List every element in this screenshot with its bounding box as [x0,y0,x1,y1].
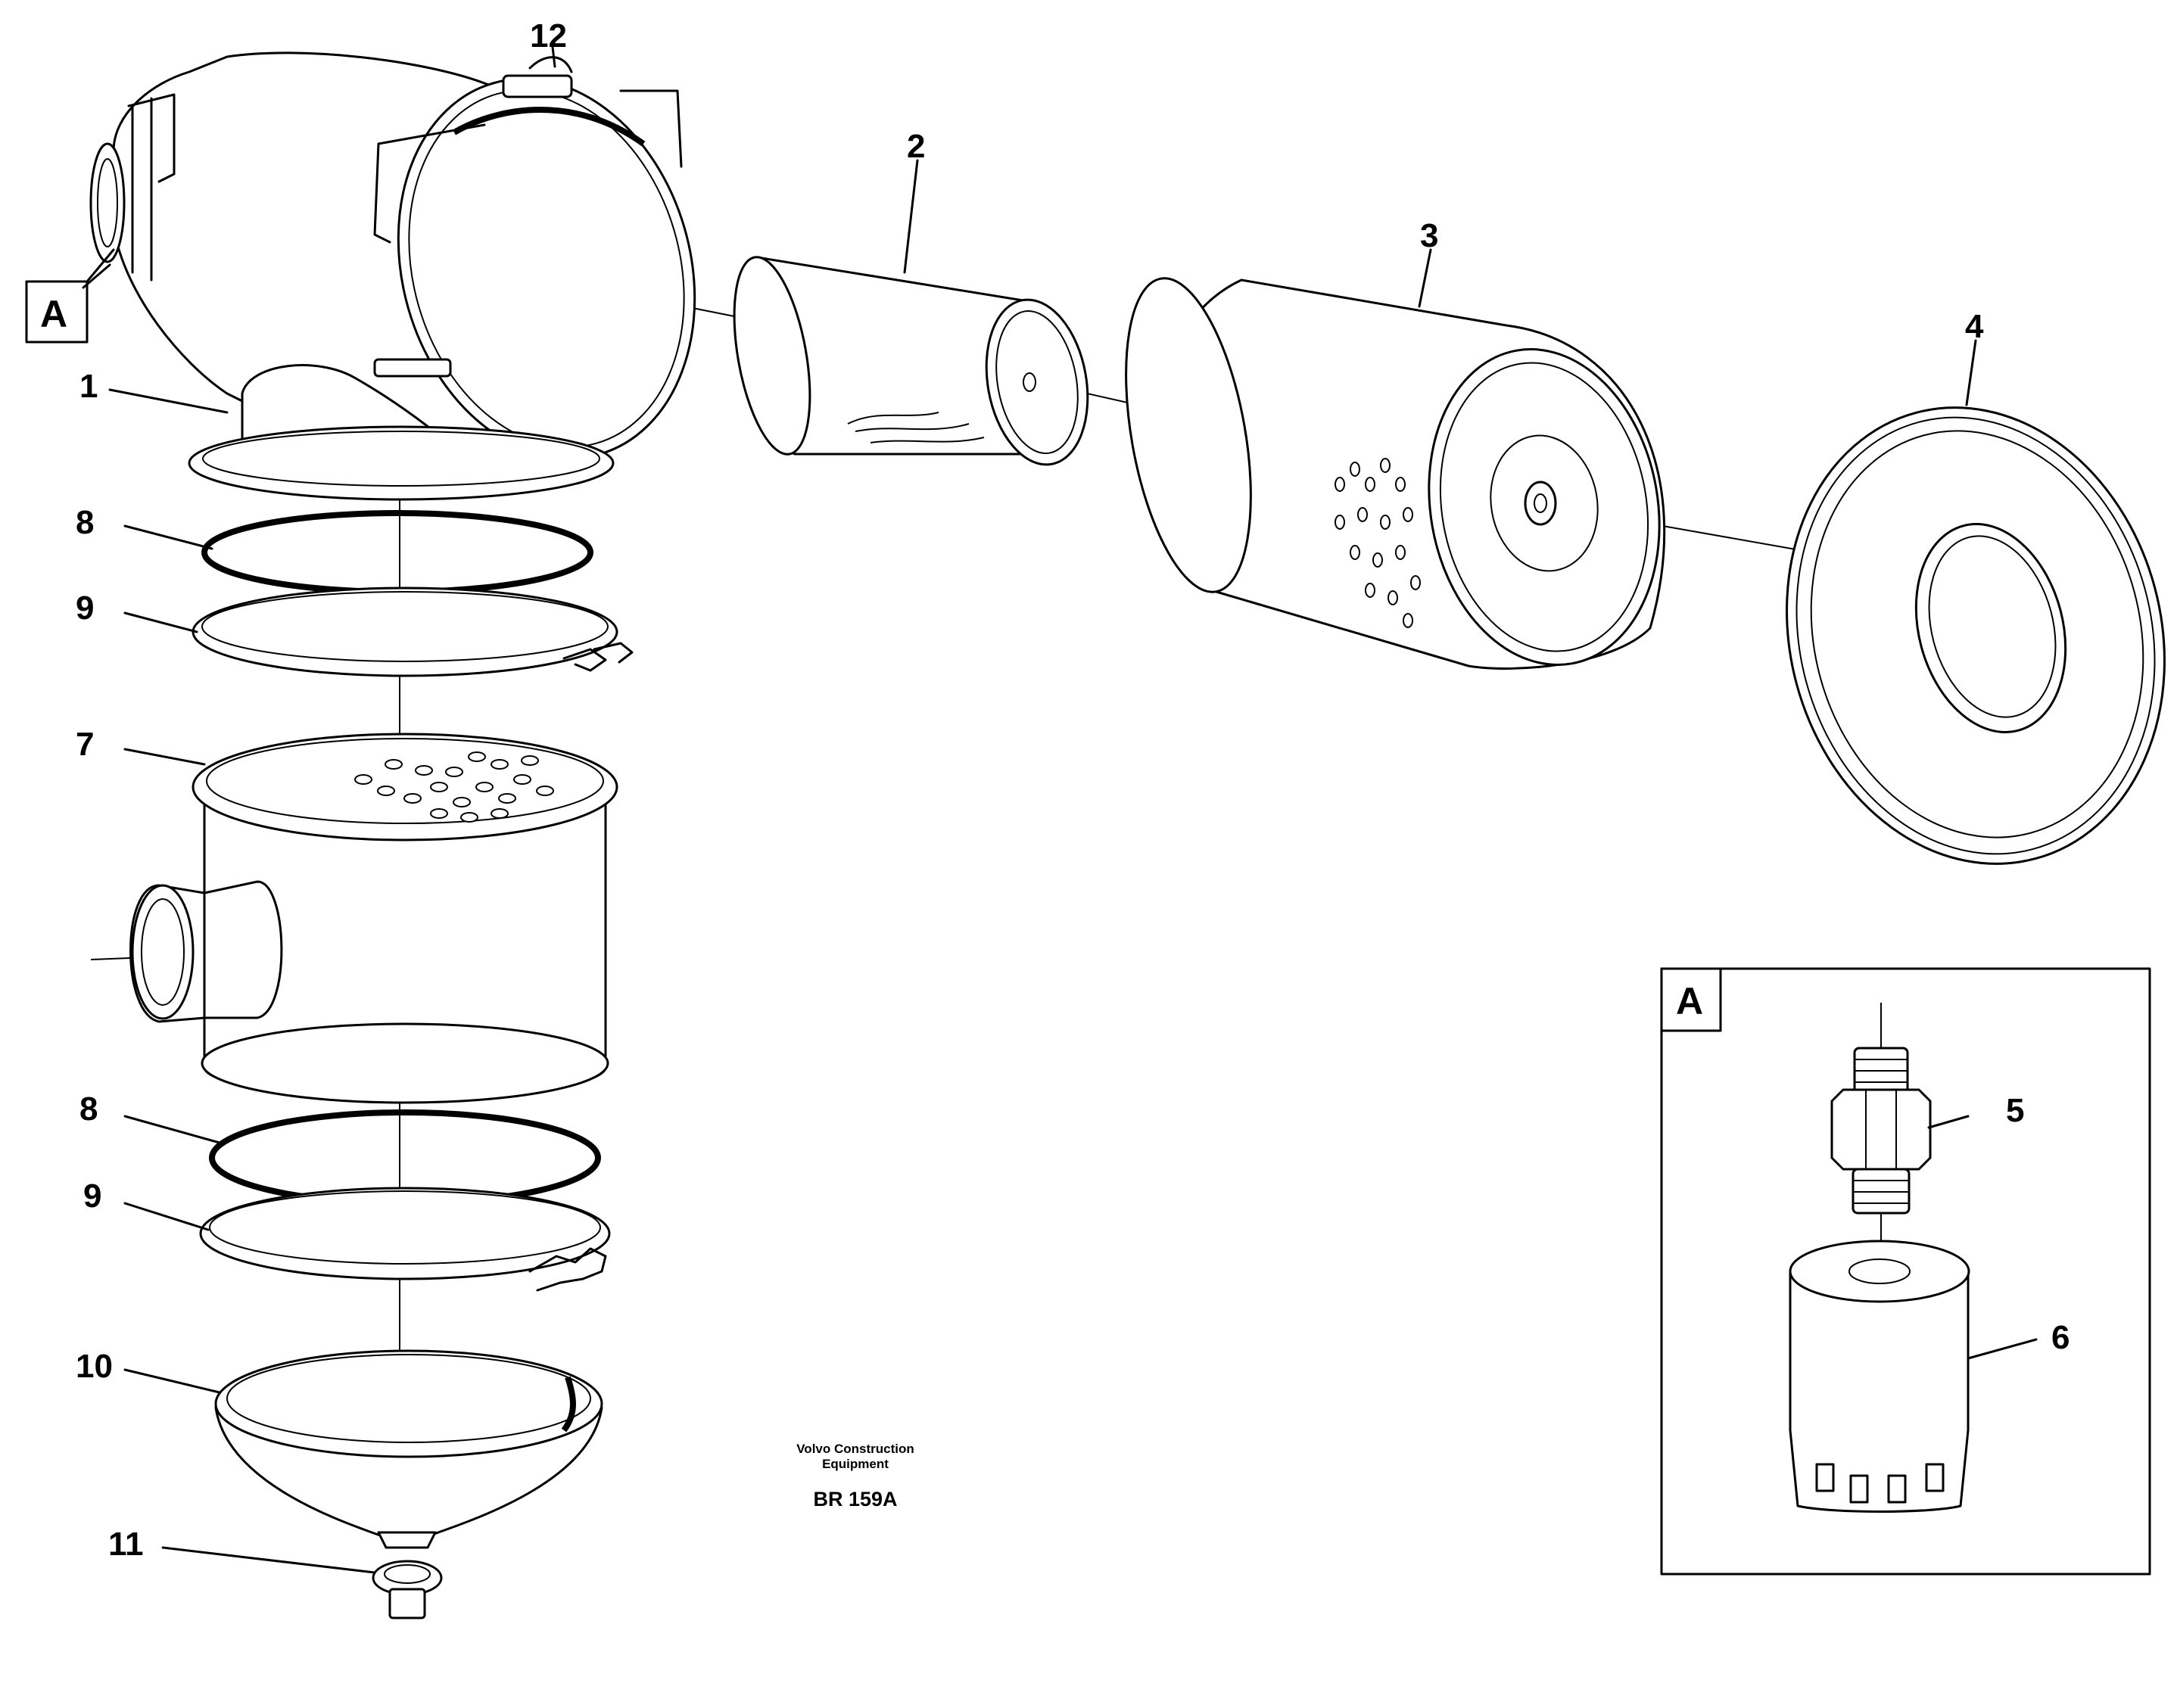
detail-marker-a-label: A [40,293,67,335]
air-cleaner-housing [89,51,696,501]
perforation-holes [1335,458,1421,628]
callout-12: 12 [530,17,567,54]
safety-filter [733,256,1089,466]
vacuum-indicator [1789,1240,1970,1513]
callout-8-top: 8 [76,504,94,541]
callout-2: 2 [907,128,925,165]
sealing-ring-top [201,510,593,595]
callout-4: 4 [1965,308,1984,345]
dust-bowl [214,1349,603,1549]
callout-labels: 12 2 3 4 1 8 9 7 8 9 10 11 5 6 [76,17,2070,1563]
filter-cover [1786,406,2166,865]
callout-9-bottom: 9 [83,1178,101,1215]
callout-6: 6 [2051,1319,2070,1356]
clamp-ring-bottom [199,1187,611,1292]
brand-line-1: Volvo Construction [796,1442,914,1456]
detail-frame-a-label: A [1676,980,1703,1022]
leader-lines [82,45,2038,1574]
callout-7: 7 [76,726,94,763]
indicator-adapter [1830,1047,1932,1215]
callout-8-bottom: 8 [79,1090,98,1128]
cyclone-bowl [129,733,618,1104]
callout-10: 10 [76,1348,113,1385]
callout-3: 3 [1420,217,1438,254]
main-filter [1125,277,1666,670]
callout-11: 11 [108,1526,144,1563]
clamp-ring-top [192,586,634,677]
callout-5: 5 [2006,1092,2024,1129]
callout-9-top: 9 [76,590,94,627]
rubber-valve [372,1560,443,1619]
drawing-footer: Volvo Construction Equipment BR 159A [796,1442,914,1510]
drawing-reference: BR 159A [813,1488,897,1510]
brand-line-2: Equipment [822,1457,889,1471]
detail-marker-a: A [25,248,115,344]
callout-1: 1 [79,368,98,405]
detail-a-frame [1660,967,2151,1576]
perforation-holes [354,751,554,823]
